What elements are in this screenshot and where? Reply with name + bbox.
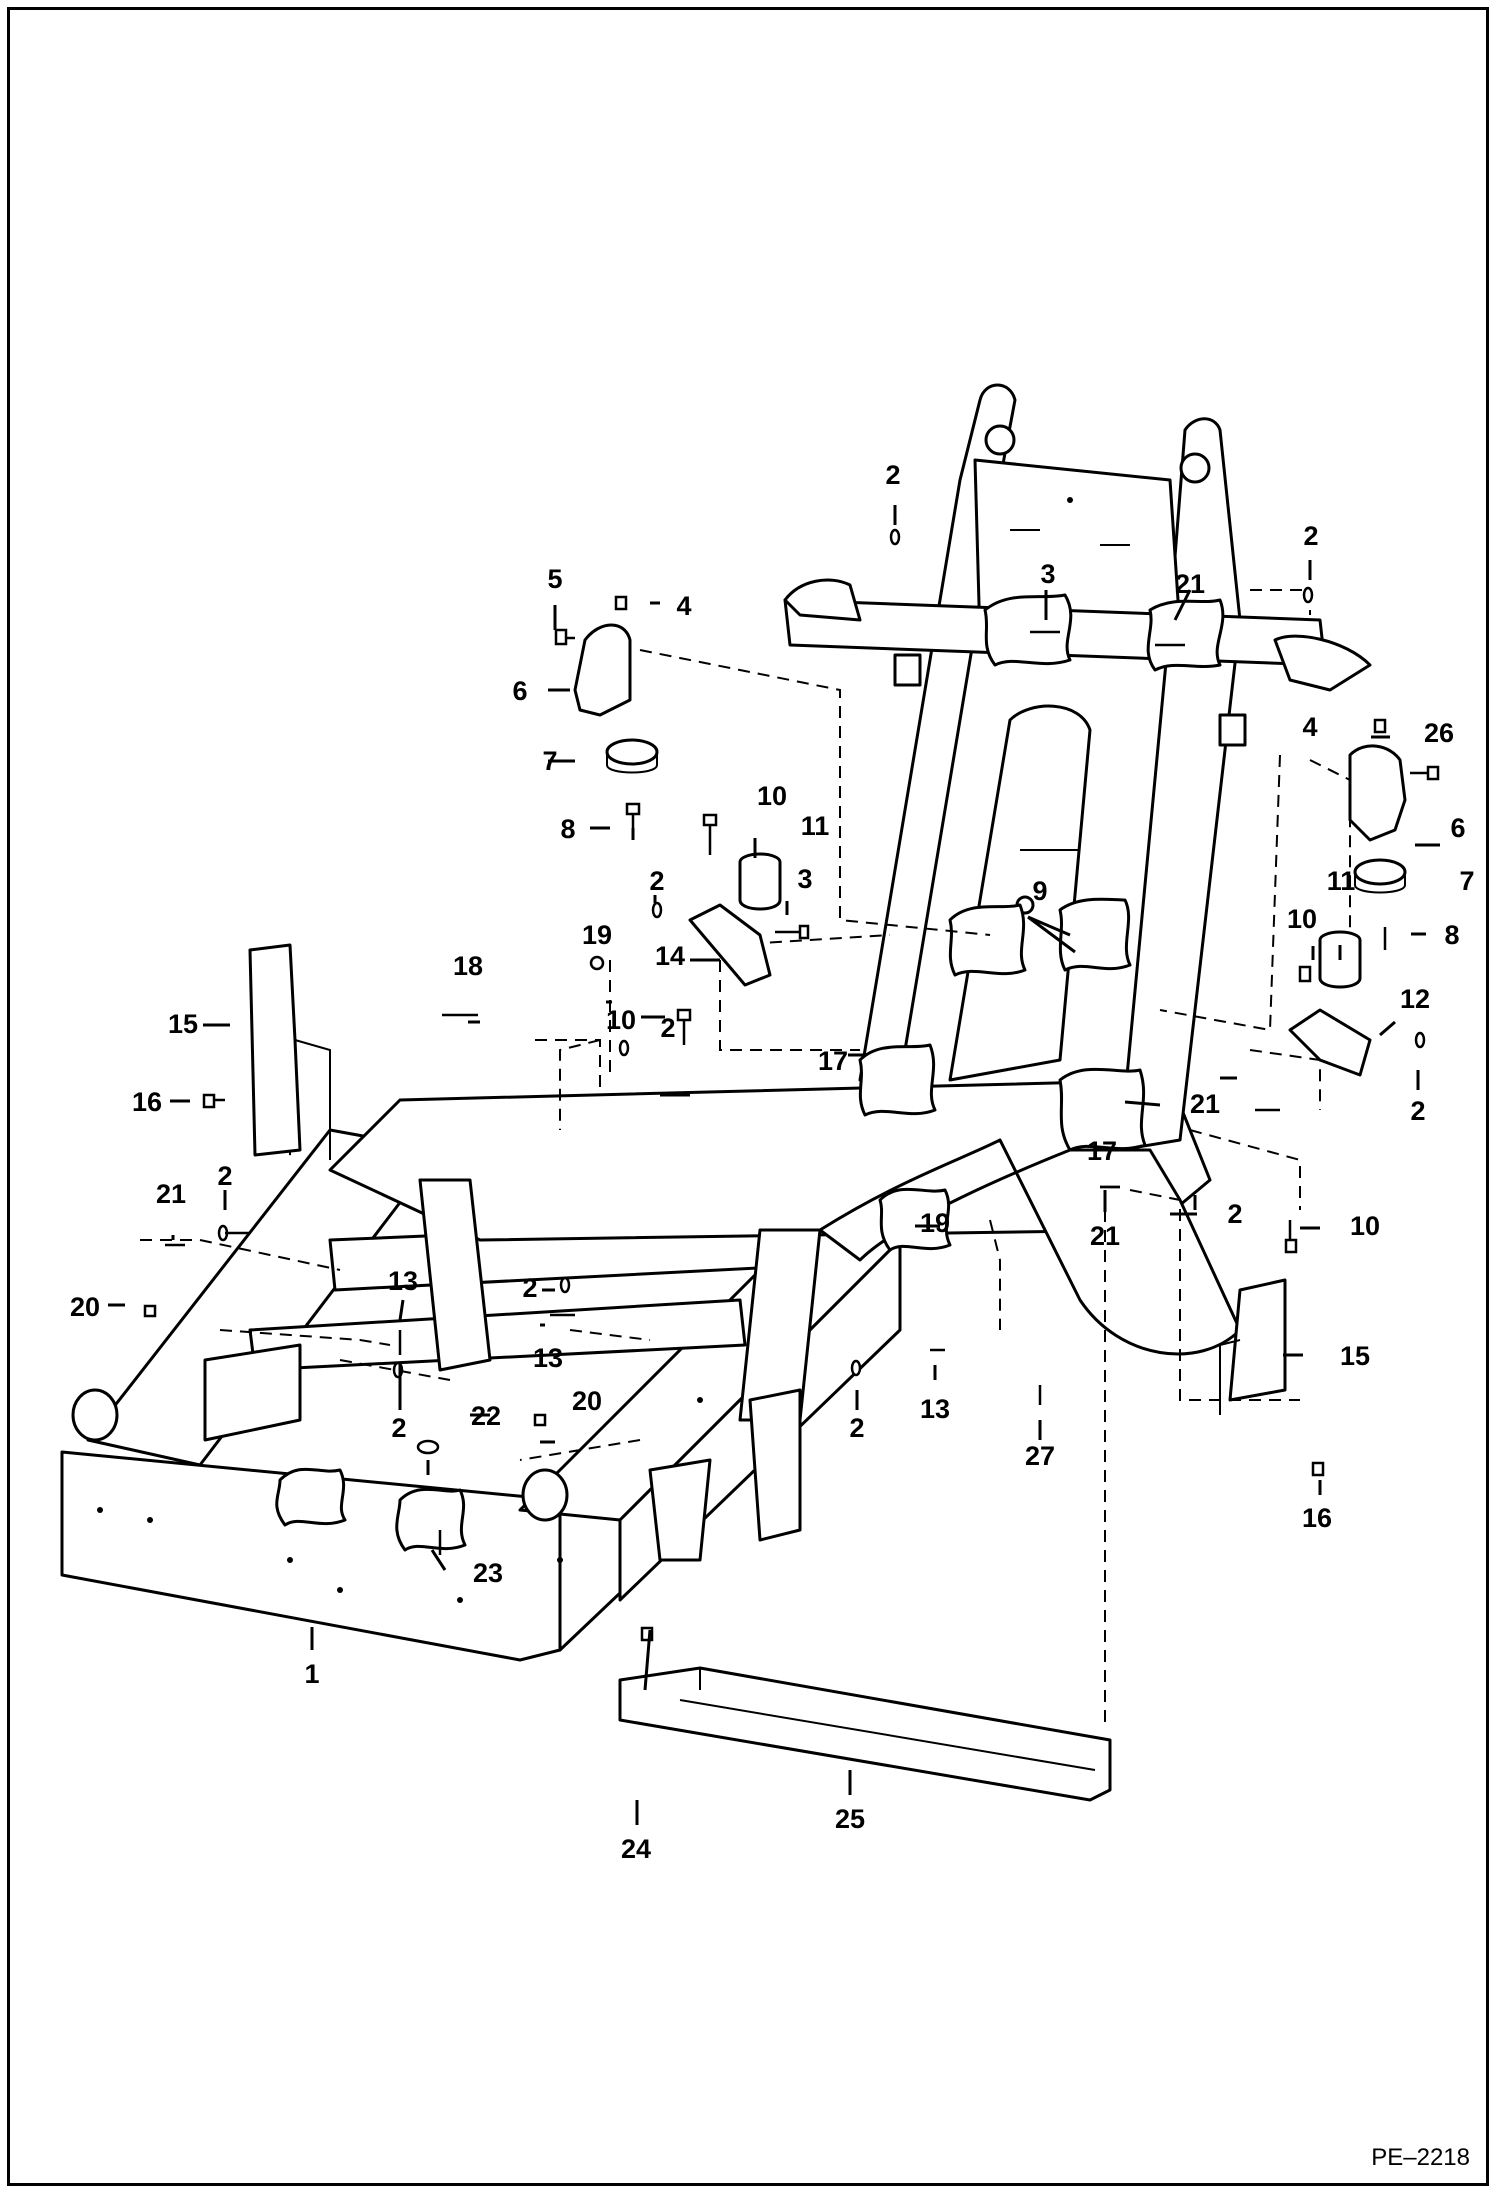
callout-21: 21	[156, 1179, 186, 1209]
callout-19: 19	[920, 1208, 950, 1238]
callout-8: 8	[560, 814, 575, 844]
callout-7: 7	[542, 746, 557, 776]
hardware	[143, 528, 1440, 1642]
callout-10: 10	[606, 1005, 636, 1035]
callout-21: 21	[1190, 1089, 1220, 1119]
callout-17: 17	[818, 1046, 848, 1076]
callout-22: 22	[471, 1401, 501, 1431]
callout-2: 2	[660, 1013, 675, 1043]
callout-10: 10	[1350, 1211, 1380, 1241]
callout-15: 15	[1340, 1341, 1370, 1371]
callout-17: 17	[1087, 1136, 1117, 1166]
callout-15: 15	[168, 1009, 198, 1039]
callout-1: 1	[304, 1659, 319, 1689]
callout-2: 2	[1410, 1096, 1425, 1126]
callout-20: 20	[70, 1292, 100, 1322]
callout-2: 2	[649, 866, 664, 896]
callout-6: 6	[1450, 813, 1465, 843]
callout-27: 27	[1025, 1441, 1055, 1471]
callout-4: 4	[1302, 712, 1317, 742]
callout-10: 10	[757, 781, 787, 811]
callout-2: 2	[522, 1273, 537, 1303]
callouts: 1 2 2 2 2 2 2 2 2 2 2 3 3 4 4 5 6 6 7 7 …	[70, 460, 1475, 1864]
callout-5: 5	[547, 564, 562, 594]
callout-7: 7	[1459, 866, 1474, 896]
main-frame	[60, 1078, 1242, 1662]
callout-2: 2	[885, 460, 900, 490]
callout-11: 11	[1327, 866, 1356, 896]
callout-3: 3	[797, 864, 812, 894]
callout-11: 11	[801, 811, 830, 841]
callout-10: 10	[1287, 904, 1317, 934]
callout-16: 16	[1302, 1503, 1332, 1533]
callout-12: 12	[1400, 984, 1430, 1014]
callout-14: 14	[655, 941, 685, 971]
callout-2: 2	[391, 1413, 406, 1443]
callout-6: 6	[512, 676, 527, 706]
rail-25	[618, 1666, 1112, 1802]
callout-21: 21	[1090, 1221, 1120, 1251]
callout-4: 4	[676, 591, 691, 621]
callout-13: 13	[920, 1394, 950, 1424]
callout-21: 21	[1175, 569, 1205, 599]
leader-lines	[108, 505, 1440, 1825]
callout-9: 9	[1032, 876, 1047, 906]
callout-18: 18	[453, 951, 483, 981]
callout-2: 2	[1303, 521, 1318, 551]
upright-tower	[783, 383, 1372, 1152]
callout-2: 2	[217, 1161, 232, 1191]
callout-8: 8	[1444, 920, 1459, 950]
callout-13: 13	[533, 1343, 563, 1373]
reference-code: PE–2218	[1371, 2144, 1470, 2171]
callout-3: 3	[1040, 559, 1055, 589]
callout-23: 23	[473, 1558, 503, 1588]
callout-26: 26	[1424, 718, 1454, 748]
callout-19: 19	[582, 920, 612, 950]
callout-20: 20	[572, 1386, 602, 1416]
callout-13: 13	[388, 1266, 418, 1296]
callout-24: 24	[621, 1834, 651, 1864]
callout-25: 25	[835, 1804, 865, 1834]
callout-2: 2	[849, 1413, 864, 1443]
callout-2: 2	[1227, 1199, 1242, 1229]
callout-16: 16	[132, 1087, 162, 1117]
